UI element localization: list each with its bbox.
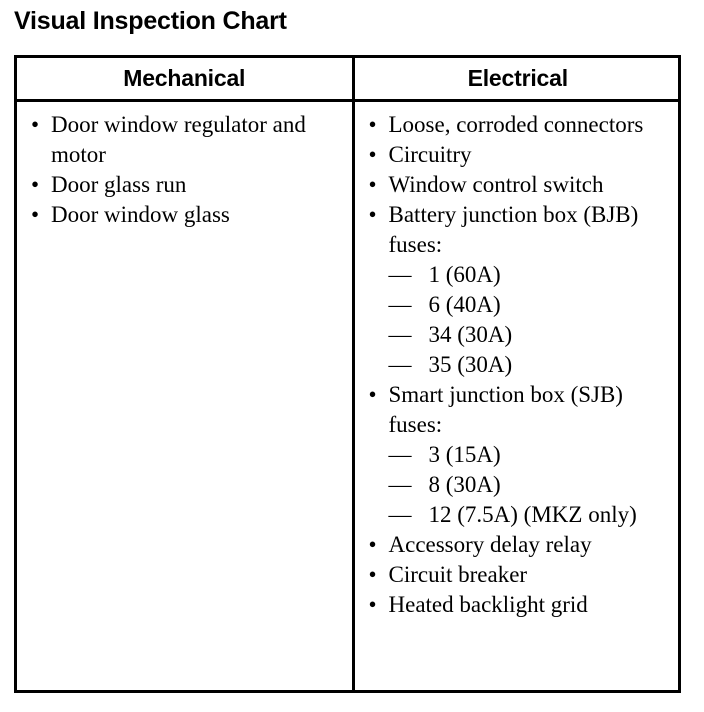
- list-item: • Window control switch: [361, 170, 676, 200]
- sub-list-item-label: 3 (15A): [428, 441, 501, 467]
- list-item-label: Door glass run: [51, 171, 187, 197]
- electrical-item-list: • Loose, corroded connectors • Circuitry…: [361, 110, 676, 620]
- sub-list-item: — 35 (30A): [389, 350, 676, 380]
- list-item-label: Accessory delay relay: [388, 531, 592, 557]
- sub-list-item: — 6 (40A): [389, 290, 676, 320]
- list-item-sjb-fuses: • Smart junction box (SJB) fuses: — 3 (1…: [361, 380, 676, 530]
- column-header-electrical: Electrical: [353, 58, 681, 102]
- sub-list-item: — 12 (7.5A) (MKZ only): [389, 500, 676, 530]
- sub-list-item-label: 6 (40A): [428, 291, 501, 317]
- em-dash-icon: —: [388, 351, 412, 377]
- list-item: • Circuitry: [361, 140, 676, 170]
- sub-list-item: — 8 (30A): [389, 470, 676, 500]
- table-body-row: • Door window regulator and motor • Door…: [17, 100, 681, 690]
- list-item-label: Door window regulator and motor: [51, 111, 306, 167]
- list-item: • Circuit breaker: [361, 560, 676, 590]
- bullet-icon: •: [368, 141, 377, 167]
- bullet-icon: •: [368, 561, 377, 587]
- list-item-label: Window control switch: [388, 171, 604, 197]
- list-item-bjb-fuses: • Battery junction box (BJB) fuses: — 1 …: [361, 200, 676, 380]
- sub-list-item-label: 12 (7.5A) (MKZ only): [428, 501, 637, 527]
- bullet-icon: •: [368, 591, 377, 617]
- inspection-table: Mechanical Electrical • Door window regu…: [14, 55, 681, 693]
- cell-electrical: • Loose, corroded connectors • Circuitry…: [353, 100, 681, 690]
- sub-list-item: — 3 (15A): [389, 440, 676, 470]
- bullet-icon: •: [368, 531, 377, 557]
- bjb-fuse-sublist: — 1 (60A) — 6 (40A) — 34: [389, 260, 676, 380]
- bullet-icon: •: [368, 381, 377, 407]
- column-header-mechanical: Mechanical: [17, 58, 355, 102]
- list-item-label: Circuit breaker: [388, 561, 528, 587]
- cell-mechanical: • Door window regulator and motor • Door…: [17, 100, 355, 690]
- sub-list-item-label: 34 (30A): [428, 321, 513, 347]
- list-item: • Loose, corroded connectors: [361, 110, 676, 140]
- bullet-icon: •: [31, 111, 40, 137]
- sub-list-item-label: 8 (30A): [428, 471, 501, 497]
- table-header-row: Mechanical Electrical: [17, 58, 681, 102]
- list-item-label: Door window glass: [51, 201, 230, 227]
- list-item-label: Smart junction box (SJB) fuses:: [388, 381, 623, 437]
- sub-list-item-label: 35 (30A): [428, 351, 513, 377]
- em-dash-icon: —: [388, 501, 412, 527]
- em-dash-icon: —: [388, 291, 412, 317]
- sub-list-item-label: 1 (60A): [428, 261, 501, 287]
- list-item-label: Circuitry: [388, 141, 472, 167]
- bullet-icon: •: [368, 171, 377, 197]
- list-item: • Door window glass: [23, 200, 346, 230]
- em-dash-icon: —: [388, 321, 412, 347]
- page-title: Visual Inspection Chart: [14, 7, 287, 35]
- sjb-fuse-sublist: — 3 (15A) — 8 (30A) — 12: [389, 440, 676, 530]
- sub-list-item: — 34 (30A): [389, 320, 676, 350]
- list-item: • Door window regulator and motor: [23, 110, 346, 170]
- em-dash-icon: —: [388, 471, 412, 497]
- bullet-icon: •: [31, 171, 40, 197]
- list-item: • Accessory delay relay: [361, 530, 676, 560]
- em-dash-icon: —: [388, 261, 412, 287]
- list-item-label: Heated backlight grid: [388, 591, 588, 617]
- list-item: • Door glass run: [23, 170, 346, 200]
- mechanical-item-list: • Door window regulator and motor • Door…: [23, 110, 346, 230]
- bullet-icon: •: [368, 201, 377, 227]
- bullet-icon: •: [368, 111, 377, 137]
- em-dash-icon: —: [388, 441, 412, 467]
- list-item-label: Loose, corroded connectors: [388, 111, 644, 137]
- inspection-table-grid: Mechanical Electrical • Door window regu…: [17, 58, 681, 690]
- bullet-icon: •: [31, 201, 40, 227]
- sub-list-item: — 1 (60A): [389, 260, 676, 290]
- list-item: • Heated backlight grid: [361, 590, 676, 620]
- list-item-label: Battery junction box (BJB) fuses:: [388, 201, 639, 257]
